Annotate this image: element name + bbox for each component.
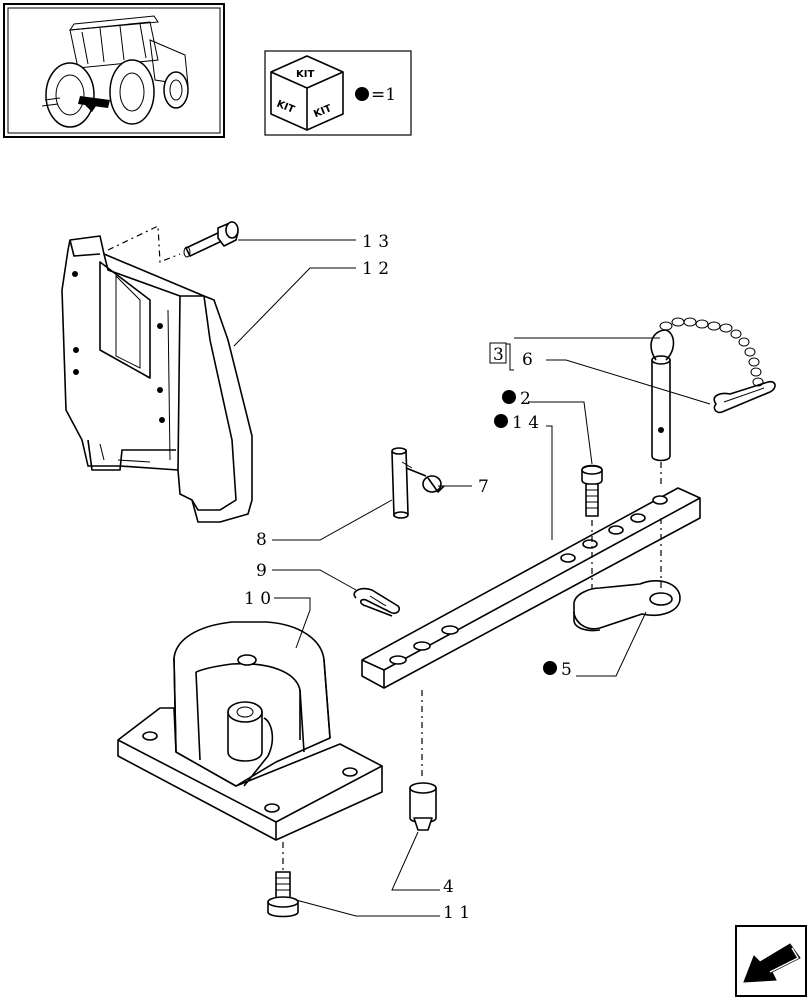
tractor-icon xyxy=(41,15,189,128)
callout-6: 6 xyxy=(522,350,533,370)
part-11-bolt xyxy=(267,842,299,918)
callout-2: 2 xyxy=(520,389,531,409)
part-12-bracket xyxy=(61,225,253,523)
part-2-bolt xyxy=(581,464,603,604)
back-arrow-icon xyxy=(743,943,801,983)
callout-9: 9 xyxy=(256,561,267,581)
callout-3-box xyxy=(489,342,507,364)
kit-legend: KIT KIT KIT =1 xyxy=(264,50,412,136)
callout-4: 4 xyxy=(443,877,454,897)
tractor-thumbnail[interactable] xyxy=(3,3,225,138)
back-arrow-button[interactable] xyxy=(735,925,807,997)
part-8-pin xyxy=(391,447,409,519)
part-9-rclip xyxy=(353,587,401,617)
leader-lines xyxy=(233,239,711,917)
part-14-drawbar xyxy=(361,487,701,780)
kit-bullet-icon xyxy=(355,87,369,101)
callout-14: 1 4 xyxy=(512,413,539,433)
part-7-clip xyxy=(401,461,445,493)
callout-12: 1 2 xyxy=(362,259,389,279)
callout-3: 3 xyxy=(493,345,504,365)
kit-bullet-2-icon xyxy=(502,390,516,404)
part-10-hitch-base xyxy=(117,621,383,841)
kit-bullet-5-icon xyxy=(543,661,557,675)
callout-5: 5 xyxy=(561,660,572,680)
callouts: 1 3 1 2 3 6 2 1 4 7 8 9 1 0 5 4 1 1 xyxy=(244,232,572,923)
part-3-pin-chain xyxy=(650,317,776,488)
kit-equals-text: =1 xyxy=(371,85,396,105)
callout-11: 1 1 xyxy=(443,903,470,923)
callout-10: 1 0 xyxy=(244,589,271,609)
kit-label-top: KIT xyxy=(296,69,314,80)
part-13-bolt xyxy=(183,221,239,258)
kit-bullet-14-icon xyxy=(494,414,508,428)
part-5-clevis xyxy=(573,518,681,632)
callout-8: 8 xyxy=(256,530,267,550)
part-4-bushing xyxy=(409,782,437,831)
callout-13: 1 3 xyxy=(362,232,389,252)
callout-7: 7 xyxy=(478,477,489,497)
